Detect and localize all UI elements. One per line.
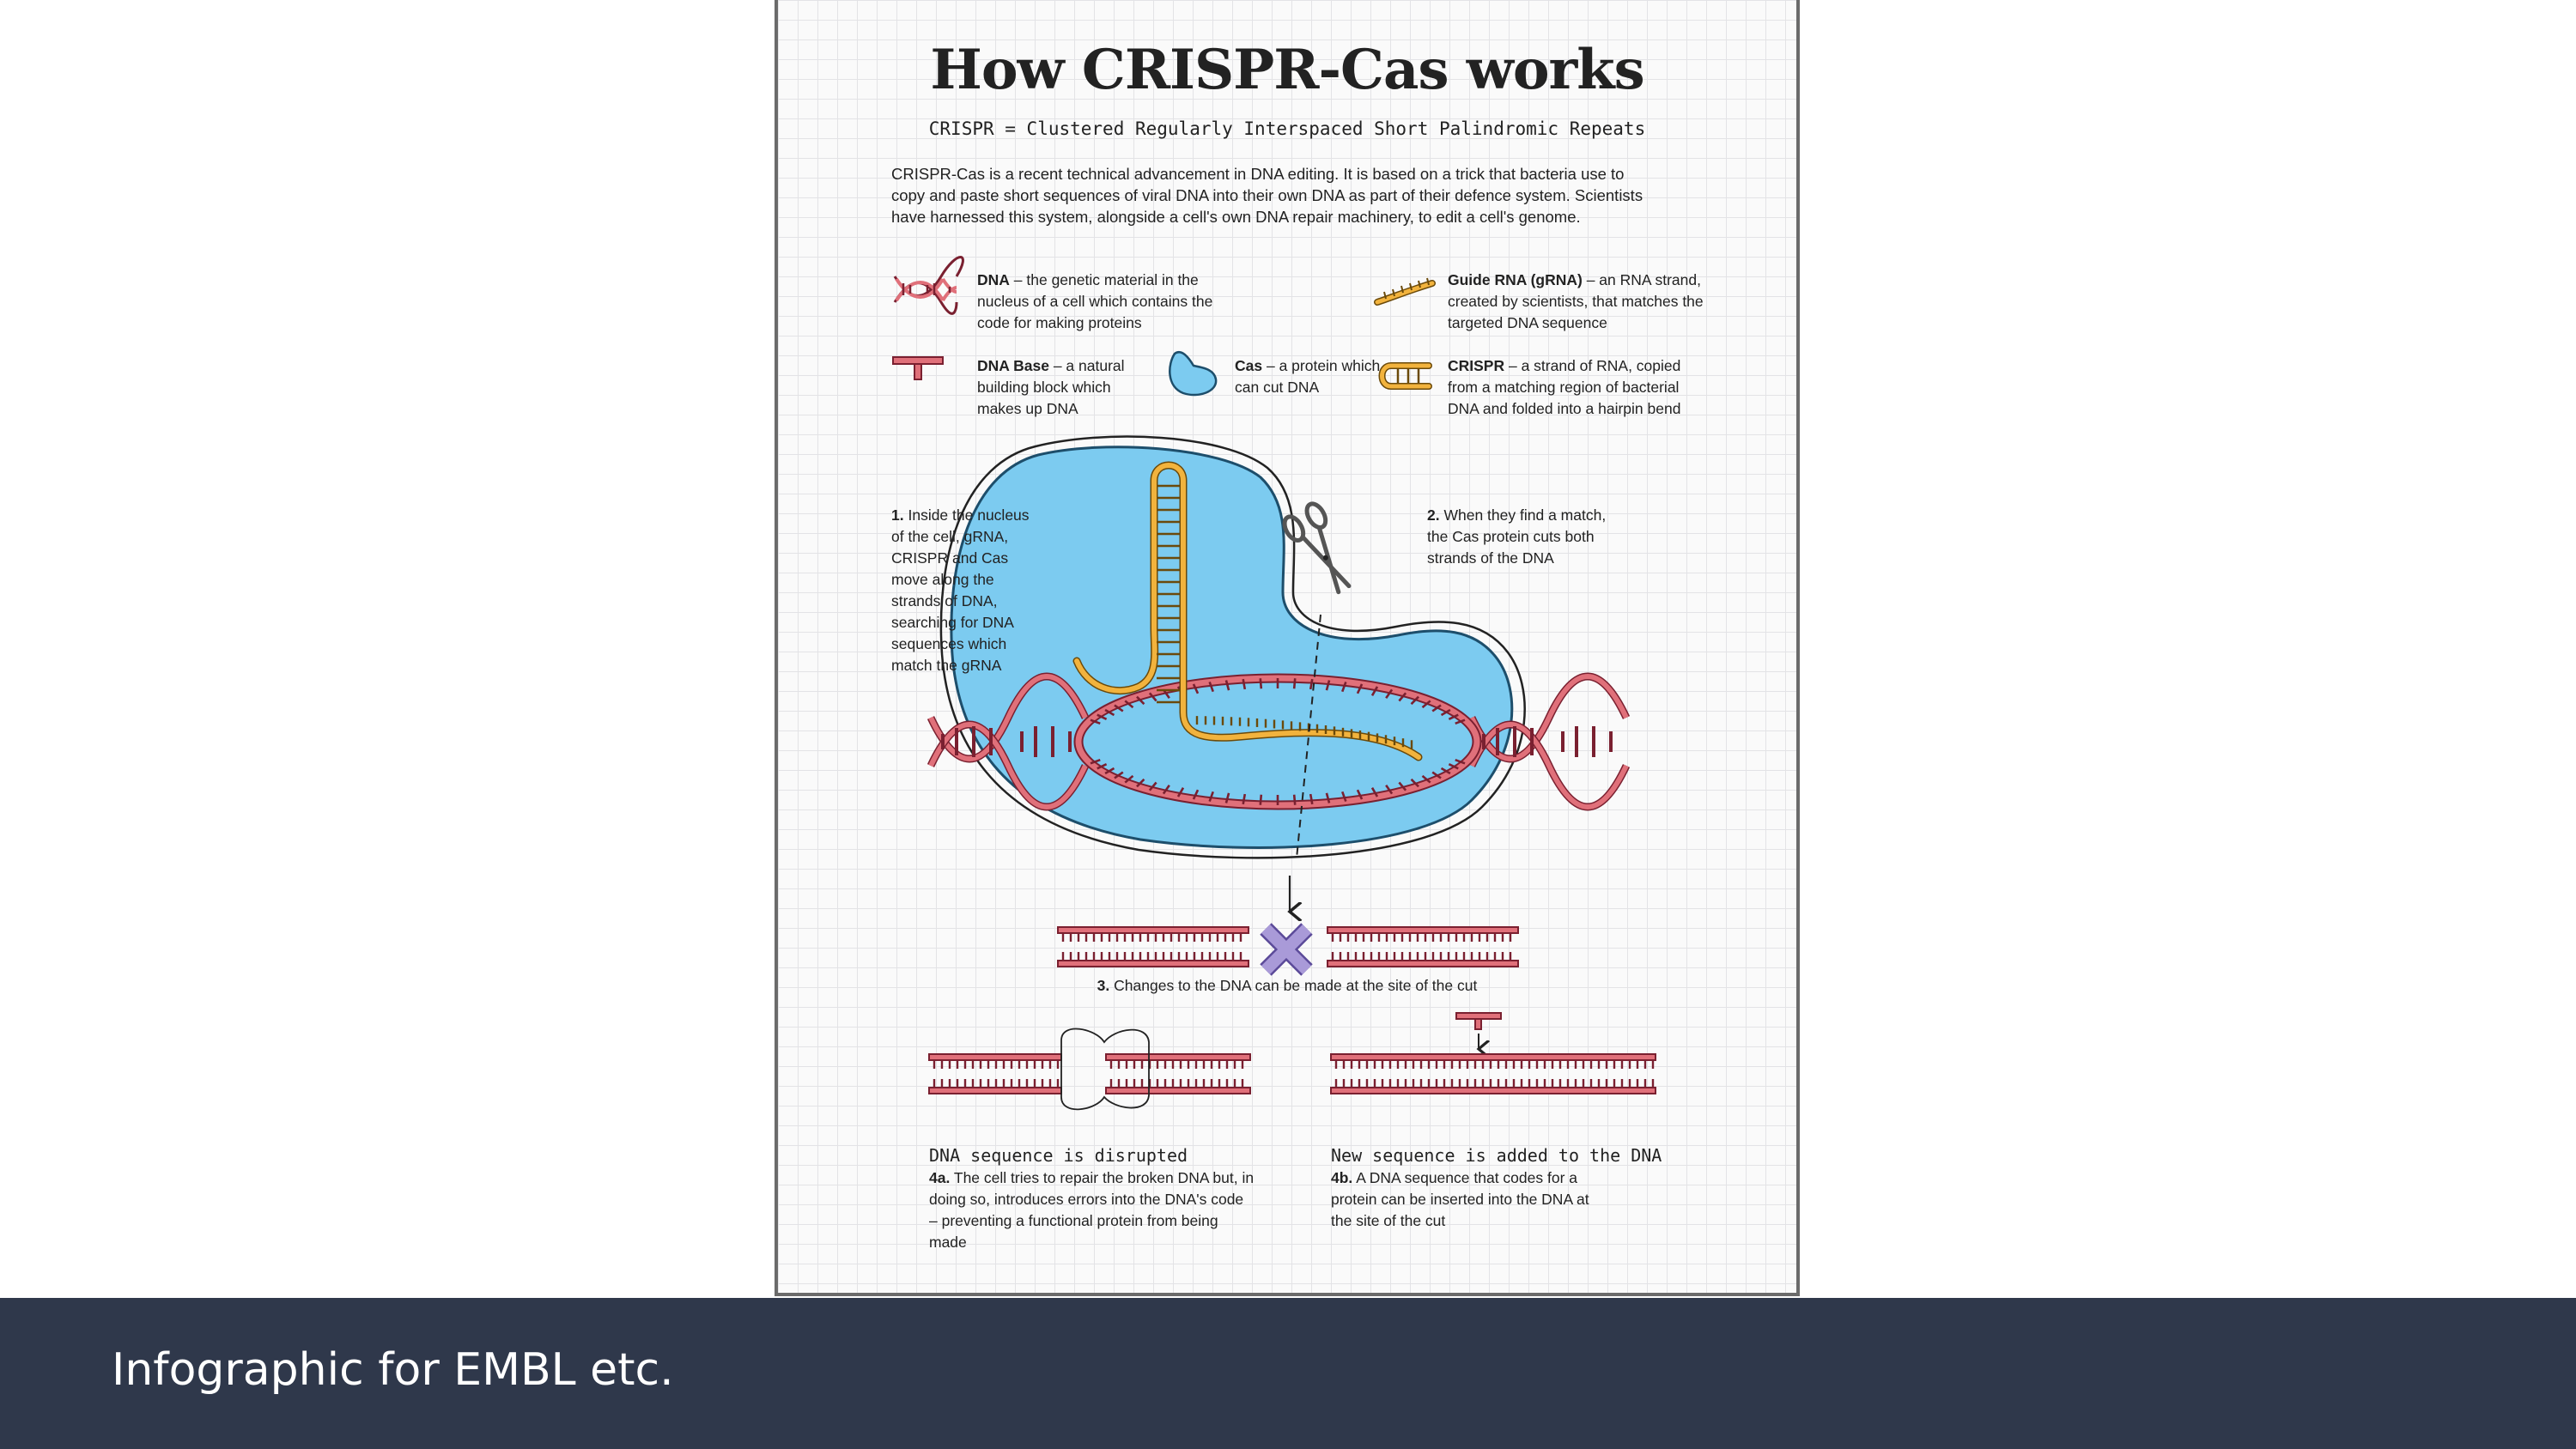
- dna-helix-icon: [893, 256, 964, 315]
- step-desc: The cell tries to repair the broken DNA …: [929, 1169, 1255, 1251]
- legend-desc: – a natural building block which makes u…: [977, 357, 1125, 417]
- legend-desc: – a strand of RNA, copied from a matchin…: [1448, 357, 1681, 417]
- cut-dna-right: [1327, 926, 1519, 967]
- legend-guide-rna: Guide RNA (gRNA) – an RNA strand, create…: [1448, 270, 1722, 334]
- legend-desc: – a protein which can cut DNA: [1235, 357, 1381, 396]
- step-number: 1.: [891, 506, 904, 524]
- step-number: 4a.: [929, 1169, 951, 1186]
- unzipped-dna-loop: [1073, 673, 1482, 810]
- dna-base-insert-icon: [1455, 1012, 1502, 1030]
- step-1-text: 1. Inside the nucleus of the cell, gRNA,…: [891, 505, 1030, 676]
- dna-base-icon: [892, 356, 944, 380]
- step-desc: Inside the nucleus of the cell, gRNA, CR…: [891, 506, 1030, 674]
- footer-caption: Infographic for EMBL etc.: [112, 1344, 674, 1396]
- broken-dna-right: [1105, 1053, 1251, 1094]
- dna-helix-right: [1467, 672, 1631, 811]
- step-number: 3.: [1097, 977, 1110, 994]
- step-number: 2.: [1427, 506, 1440, 524]
- cut-dna-left: [1057, 926, 1249, 967]
- repaired-dna: [1330, 1053, 1656, 1094]
- guide-rna-icon: [1374, 277, 1436, 306]
- scissors-icon: [1282, 501, 1352, 595]
- step-4b-text: 4b. A DNA sequence that codes for a prot…: [1331, 1167, 1606, 1232]
- broken-dna-left: [928, 1053, 1062, 1094]
- cas-protein-icon: [1169, 351, 1218, 397]
- legend-dna-base: DNA Base – a natural building block whic…: [977, 355, 1140, 420]
- repair-bubble: [1060, 1028, 1150, 1111]
- legend-desc: – an RNA strand, created by scientists, …: [1448, 271, 1704, 331]
- intro-paragraph: CRISPR-Cas is a recent technical advance…: [891, 165, 1643, 226]
- step-desc: A DNA sequence that codes for a protein …: [1331, 1169, 1589, 1229]
- step-4b-heading: New sequence is added to the DNA: [1331, 1145, 1662, 1166]
- legend-term: DNA Base: [977, 357, 1049, 374]
- cut-mark-x-icon: [1260, 923, 1313, 976]
- step-desc: When they find a match, the Cas protein …: [1427, 506, 1607, 567]
- legend-term: DNA: [977, 271, 1010, 288]
- infographic-poster: How CRISPR-Cas works CRISPR = Clustered …: [775, 0, 1800, 1296]
- step-4a-text: 4a. The cell tries to repair the broken …: [929, 1167, 1255, 1253]
- crispr-grna-strand: [1072, 461, 1423, 761]
- legend-crispr: CRISPR – a strand of RNA, copied from a …: [1448, 355, 1714, 420]
- legend-term: CRISPR: [1448, 357, 1505, 374]
- page-title: How CRISPR-Cas works: [930, 38, 1644, 102]
- legend-desc: – the genetic material in the nucleus of…: [977, 271, 1213, 331]
- step-3-text: 3. Changes to the DNA can be made at the…: [778, 975, 1796, 997]
- step-4a-heading: DNA sequence is disrupted: [929, 1145, 1188, 1166]
- legend-term: Cas: [1235, 357, 1263, 374]
- crispr-hairpin-icon: [1378, 362, 1432, 390]
- diagram-artwork: [892, 256, 1656, 1111]
- step-desc: Changes to the DNA can be made at the si…: [1109, 977, 1478, 994]
- step-2-text: 2. When they find a match, the Cas prote…: [1427, 505, 1625, 569]
- legend-cas: Cas – a protein which can cut DNA: [1235, 355, 1381, 398]
- footer-bar: [0, 1298, 2576, 1449]
- dna-helix-left: [927, 672, 1090, 811]
- step-number: 4b.: [1331, 1169, 1353, 1186]
- legend-dna: DNA – the genetic material in the nucleu…: [977, 270, 1226, 334]
- page-subtitle: CRISPR = Clustered Regularly Interspaced…: [928, 118, 1646, 139]
- legend-term: Guide RNA (gRNA): [1448, 271, 1583, 288]
